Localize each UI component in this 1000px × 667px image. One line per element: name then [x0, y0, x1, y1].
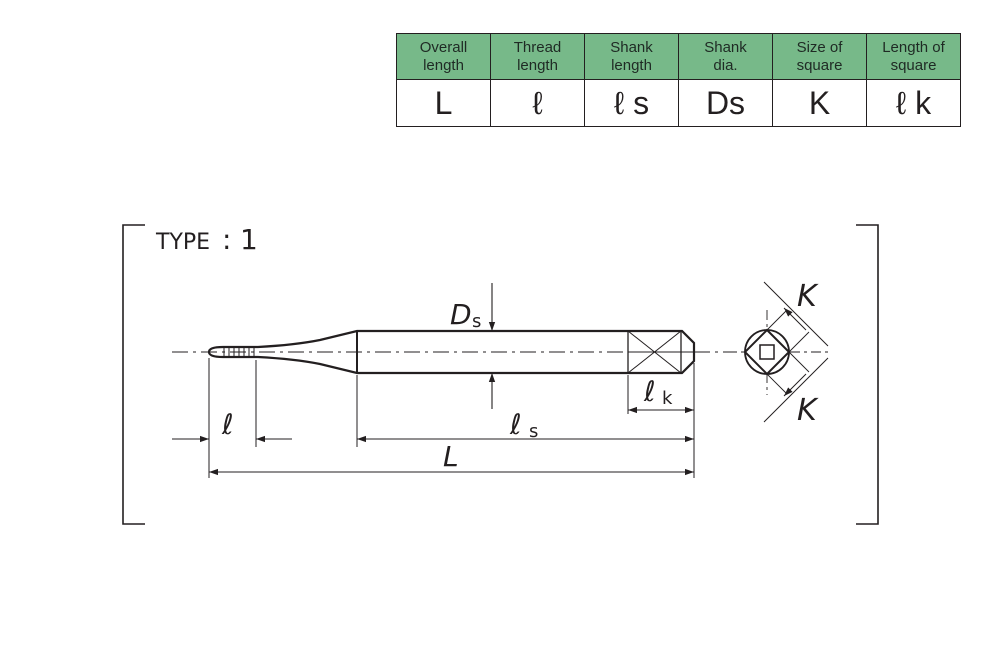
- shank-length-label: ℓ: [509, 408, 522, 441]
- legend-symbol-Ds: Ds: [678, 79, 773, 127]
- left-bracket: [122, 224, 145, 525]
- k-dim-bottom-arrow: [783, 373, 807, 397]
- legend-symbol-K: K: [772, 79, 867, 127]
- legend-symbol-row: L ℓ ℓ s Ds K ℓ k: [396, 79, 961, 127]
- legend-symbol-thread: ℓ: [490, 79, 585, 127]
- thread-length-label: ℓ: [221, 408, 234, 441]
- ds-label: D: [450, 298, 472, 331]
- ds-label-sub: s: [472, 311, 481, 332]
- square-length-label: ℓ: [643, 375, 656, 408]
- legend-symbol-square-length: ℓ k: [866, 79, 961, 127]
- right-bracket: [856, 224, 879, 525]
- square-length-label-sub: k: [662, 388, 673, 409]
- legend-symbol-L: L: [396, 79, 491, 127]
- k-dim-top-outer: [763, 281, 829, 347]
- legend-symbol-shank-length: ℓ s: [584, 79, 679, 127]
- end-view-square: [727, 309, 830, 395]
- k-dim-top-arrow: [783, 307, 807, 331]
- k-label-bottom: K: [797, 393, 819, 428]
- type-number: 1: [240, 223, 258, 256]
- k-dim-bottom-outer: [763, 357, 829, 423]
- tap-body: [207, 329, 696, 375]
- overall-length-label: L: [443, 440, 459, 473]
- type-label: TYPE: [155, 230, 210, 255]
- k-label-top: K: [797, 279, 819, 314]
- shank-length-label-sub: s: [529, 421, 538, 442]
- type-colon: :: [222, 223, 231, 256]
